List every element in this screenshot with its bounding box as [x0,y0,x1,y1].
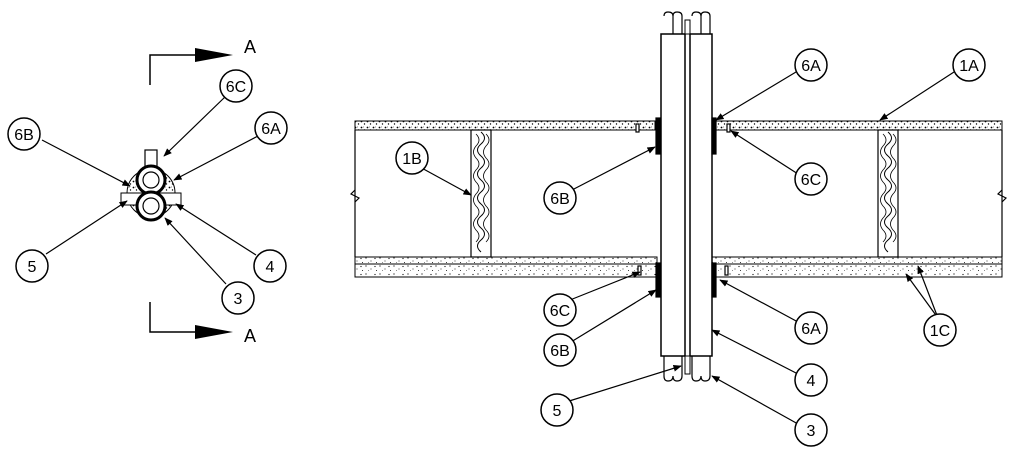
svg-text:3: 3 [234,291,243,308]
pipe-left-4 [660,11,686,382]
break-lines [349,130,1008,257]
section-label-top: A [244,37,256,57]
callout-6c-plan: 6C [219,69,253,103]
callout-6b-top: 6B [543,181,577,215]
svg-text:6A: 6A [801,321,821,338]
svg-text:6B: 6B [550,191,570,208]
spacer-5 [684,19,691,375]
callout-6a-plan: 6A [254,111,288,145]
bottom-layer-1c [354,256,1003,278]
callout-3-plan: 3 [221,281,255,315]
callout-4-plan: 4 [253,249,287,283]
svg-text:4: 4 [266,259,275,276]
svg-text:4: 4 [807,373,816,390]
svg-text:6C: 6C [550,303,570,320]
callout-5-plan: 5 [15,249,49,283]
svg-text:6B: 6B [550,343,570,360]
plan-penetration [120,149,182,222]
svg-text:1A: 1A [959,58,979,75]
svg-text:5: 5 [553,403,562,420]
callout-4-section: 4 [794,363,828,397]
callout-6a-bottom: 6A [794,311,828,345]
svg-text:1B: 1B [402,151,422,168]
callout-6c-bottom: 6C [543,293,577,327]
section-view: 6A 1A 1B 6C 6B 6C 6B 6A [349,11,1008,447]
joist-right [877,129,899,258]
joist-left-1b [470,129,492,258]
plan-view: A A 6C [7,37,288,346]
pipe-right-3 [689,11,713,382]
svg-text:1C: 1C [930,323,950,340]
callout-6c-top: 6C [794,162,828,196]
svg-text:3: 3 [807,423,816,440]
svg-text:5: 5 [28,259,37,276]
callout-1a: 1A [952,48,986,82]
callout-1b: 1B [395,141,429,175]
callout-6b-plan: 6B [7,117,41,151]
svg-text:6B: 6B [14,127,34,144]
section-marker-bottom: A [149,302,256,346]
callout-6a-top: 6A [794,48,828,82]
svg-text:6C: 6C [801,172,821,189]
callout-1c: 1C [923,313,957,347]
collars [635,117,731,298]
svg-text:6A: 6A [261,121,281,138]
svg-text:6A: 6A [801,58,821,75]
callout-3-section: 3 [794,413,828,447]
section-marker-top: A [149,37,256,85]
svg-text:6C: 6C [226,79,246,96]
section-label-bottom: A [244,326,256,346]
callout-5-section: 5 [540,393,574,427]
callout-6b-bottom: 6B [543,333,577,367]
